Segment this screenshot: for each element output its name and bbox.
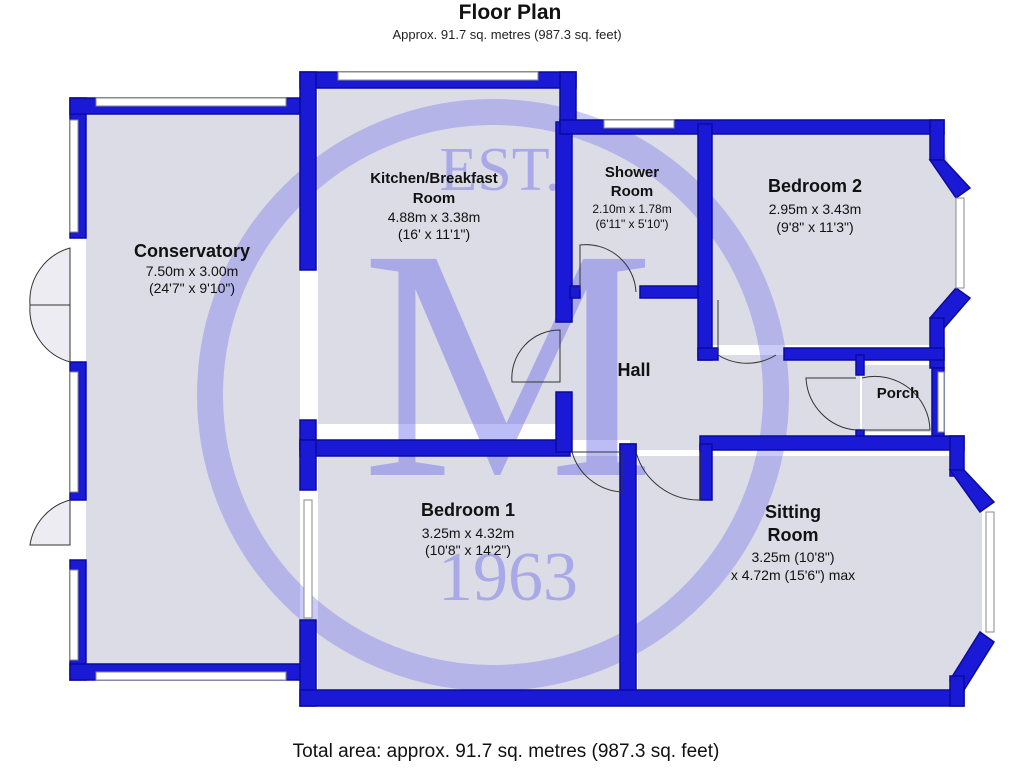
door: [805, 377, 857, 431]
bedroom1-dims: 3.25m x 4.32m: [422, 525, 515, 541]
door: [717, 300, 777, 364]
watermark: EST. M 1963: [197, 99, 789, 691]
conservatory-floor: [86, 114, 300, 670]
sitting-dims: 3.25m (10'8"): [751, 549, 834, 565]
conservatory-dims-imperial: (24'7" x 9'10"): [149, 280, 235, 296]
watermark-est: EST.: [439, 136, 560, 204]
conservatory-dims: 7.50m x 3.00m: [146, 263, 239, 279]
room-labels: Conservatory 7.50m x 3.00m (24'7" x 9'10…: [134, 164, 919, 583]
window: [95, 97, 287, 107]
bedroom2-name: Bedroom 2: [768, 176, 862, 196]
door: [511, 329, 561, 383]
sitting-name: Sitting: [765, 502, 821, 522]
watermark-letter: M: [361, 182, 654, 547]
shower-name-line2: Room: [611, 183, 654, 200]
window: [69, 371, 79, 493]
window: [95, 671, 287, 681]
bedroom2-dims: 2.95m x 3.43m: [769, 201, 862, 217]
plan-subtitle: Approx. 91.7 sq. metres (987.3 sq. feet): [392, 27, 621, 42]
porch-floor: [862, 365, 932, 432]
kitchen-floor: [318, 88, 560, 424]
door: [29, 499, 71, 546]
shower-dims: 2.10m x 1.78m: [592, 202, 671, 216]
kitchen-dims: 4.88m x 3.38m: [388, 209, 481, 225]
door: [861, 375, 931, 431]
watermark-year: 1963: [438, 539, 578, 616]
watermark-ring: [197, 99, 789, 691]
shower-dims-imperial: (6'11" x 5'10"): [596, 217, 669, 231]
window: [303, 499, 313, 619]
floor-areas: [86, 88, 982, 690]
kitchen-name-line2: Room: [413, 190, 456, 207]
bedroom1-floor: [318, 456, 624, 690]
window: [337, 71, 539, 81]
porch-name: Porch: [877, 385, 920, 402]
sitting-dims-line2: x 4.72m (15'6") max: [731, 567, 855, 583]
door: [29, 304, 71, 363]
windows: [69, 71, 995, 681]
doors: [29, 244, 931, 546]
window: [69, 119, 79, 233]
hall-floor: [560, 290, 860, 450]
kitchen-name: Kitchen/Breakfast: [370, 170, 498, 187]
door: [579, 244, 637, 293]
plan-title: Floor Plan: [459, 1, 562, 24]
window: [69, 569, 79, 661]
conservatory-name: Conservatory: [134, 241, 250, 261]
sitting-name-line2: Room: [768, 525, 819, 545]
bedroom2-dims-imperial: (9'8" x 11'3"): [776, 219, 853, 235]
door: [29, 247, 71, 306]
sitting-floor: [638, 456, 982, 690]
window: [985, 511, 995, 633]
total-area: Total area: approx. 91.7 sq. metres (987…: [293, 741, 720, 762]
door: [571, 451, 623, 493]
window: [937, 371, 945, 433]
kitchen-dims-imperial: (16' x 11'1"): [398, 226, 470, 242]
shower-name: Shower: [605, 164, 659, 181]
bedroom1-name: Bedroom 1: [421, 500, 515, 520]
shower-floor: [570, 134, 698, 290]
door: [635, 451, 701, 501]
window: [955, 197, 965, 289]
bedroom1-dims-imperial: (10'8" x 14'2"): [425, 542, 511, 558]
hall-name: Hall: [617, 360, 650, 380]
window: [603, 119, 675, 129]
bedroom2-floor: [712, 134, 958, 345]
